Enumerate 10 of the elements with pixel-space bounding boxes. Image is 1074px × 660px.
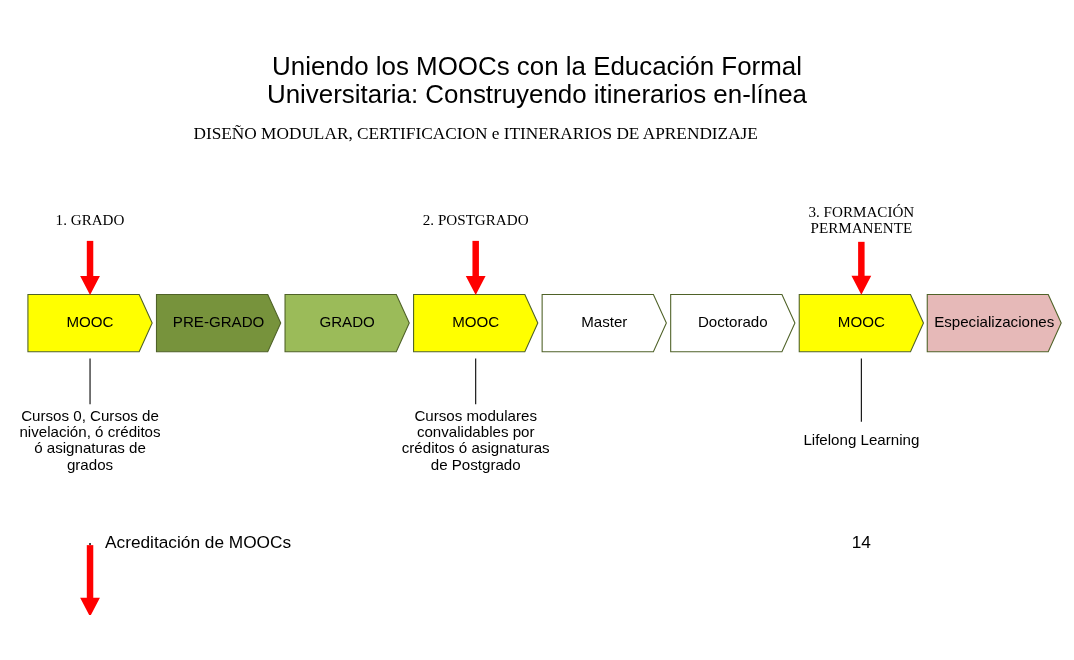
- label: DISEÑO MODULAR, CERTIFICACION e ITINERARIOS DE APRENDIZAJE: [193, 123, 758, 143]
- node-text: Cursos modulares convalidables por créditos ó asignaturas de Postgrado: [401, 406, 550, 473]
- legend-label: Acreditación de MOOCs: [104, 531, 292, 552]
- label: 14: [851, 531, 871, 552]
- node-text: Lifelong Learning: [803, 430, 920, 448]
- node-text: 2. POSTGRADO: [422, 211, 529, 228]
- node-text: Cursos 0, Cursos de nivelación, ó créditos ó asignaturas de grados: [19, 406, 161, 473]
- node-text: 3. FORMACIÓN PERMANENTE: [808, 203, 915, 236]
- diagram-title: Uniendo los MOOCs con la Educación Formal Universitaria: Construyendo itinerarios en-línea: [267, 51, 807, 108]
- node-text: 1. GRADO: [55, 211, 125, 228]
